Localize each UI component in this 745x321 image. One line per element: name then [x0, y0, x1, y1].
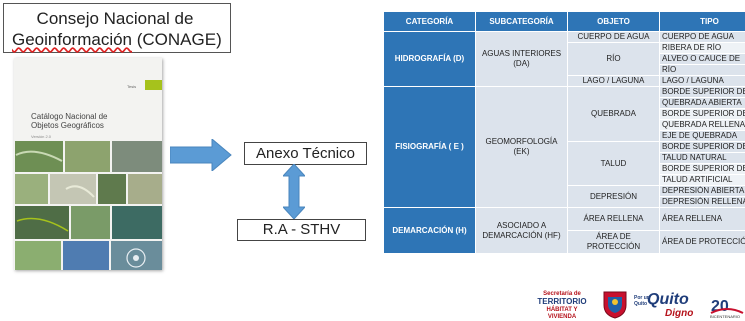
title-box: Consejo Nacional de Geoinformación (CONA…	[3, 3, 231, 53]
cell-object-rio: RÍO	[568, 43, 660, 76]
title-line1: Consejo Nacional de	[12, 8, 230, 29]
cell-type-d1: DEPRESIÓN ABIERTA	[660, 186, 745, 197]
table-row: HIDROGRAFÍA (D) AGUAS INTERIORES (DA) CU…	[384, 32, 745, 43]
cell-subcategory-asociado-line2: DEMARCACIÓN (HF)	[482, 231, 560, 240]
secretaria-line2: TERRITORIO	[537, 297, 586, 306]
cell-subcategory-aguas-interiores: AGUAS INTERIORES (DA)	[476, 32, 568, 87]
header-categoria: CATEGORÍA	[384, 12, 476, 32]
classification-table: CATEGORÍA SUBCATEGORÍA OBJETO TIPO HIDRO…	[383, 11, 745, 254]
cell-object-talud: TALUD	[568, 142, 660, 186]
catalog-tag: Tesis	[127, 84, 136, 89]
annex-technical-box: Anexo Técnico	[244, 142, 367, 165]
cell-type-q5: EJE DE QUEBRADA	[660, 131, 745, 142]
quito-shield-icon	[602, 289, 628, 319]
cell-type-d2: DEPRESIÓN RELLENA	[660, 197, 745, 208]
header-tipo: TIPO	[660, 12, 745, 32]
cell-type-area-proteccion: ÁREA DE PROTECCIÓN	[660, 231, 745, 254]
table-row: FISIOGRAFÍA ( E ) GEOMORFOLOGÍA (EK) QUE…	[384, 87, 745, 98]
cell-subcategory-asociado-line1: ASOCIADO A	[497, 221, 546, 230]
bicentenario-label: BICENTENARIO	[710, 314, 740, 319]
arrow-right-icon	[170, 139, 232, 171]
header-objeto: OBJETO	[568, 12, 660, 32]
cell-category-demarcacion: DEMARCACIÓN (H)	[384, 208, 476, 254]
quito-digno-word: Digno	[665, 308, 693, 319]
cell-object-depresion: DEPRESIÓN	[568, 186, 660, 208]
title-line2-word: Geoinformación	[12, 30, 132, 49]
cell-object-area-proteccion: ÁREA DE PROTECCIÓN	[568, 231, 660, 254]
double-arrow-vertical-icon	[283, 164, 305, 219]
catalog-aerial-tiles	[14, 141, 162, 270]
cell-category-hidrografia: HIDROGRAFÍA (D)	[384, 32, 476, 87]
cell-type-q4: QUEBRADA RELLENA	[660, 120, 745, 131]
cell-object-lago: LAGO / LAGUNA	[568, 76, 660, 87]
table-row: DEMARCACIÓN (H) ASOCIADO A DEMARCACIÓN (…	[384, 208, 745, 231]
cell-type-ribera-rio: RIBERA DE RÍO	[660, 43, 745, 54]
quito-small-line2: Quito	[634, 301, 647, 307]
catalog-version: Versión 2.0	[31, 134, 51, 139]
cell-type-area-rellena: ÁREA RELLENA	[660, 208, 745, 231]
cell-type-q1: BORDE SUPERIOR DE	[660, 87, 745, 98]
secretaria-territorio-logo: Secretaría de TERRITORIO HÁBITAT Y VIVIE…	[532, 291, 592, 321]
cell-type-alveo-1: ALVEO O CAUCE DE	[660, 54, 745, 65]
cell-type-t1: BORDE SUPERIOR DE	[660, 142, 745, 153]
cell-type-alveo-2: RÍO	[660, 65, 745, 76]
cell-type-t2: TALUD NATURAL	[660, 153, 745, 164]
catalog-title-line2: Objetos Geográficos	[31, 121, 104, 130]
title-line2-acronym: (CONAGE)	[132, 30, 222, 49]
cell-type-q3: BORDE SUPERIOR DE	[660, 109, 745, 120]
catalog-title-line1: Catálogo Nacional de	[31, 112, 108, 121]
cell-object-area-rellena: ÁREA RELLENA	[568, 208, 660, 231]
table-header-row: CATEGORÍA SUBCATEGORÍA OBJETO TIPO	[384, 12, 745, 32]
footer-logos: Secretaría de TERRITORIO HÁBITAT Y VIVIE…	[532, 289, 745, 320]
cell-subcategory-geomorfologia: GEOMORFOLOGÍA (EK)	[476, 87, 568, 208]
quito-word: Quito	[647, 291, 689, 309]
title-line2: Geoinformación (CONAGE)	[12, 29, 230, 50]
cell-object-cuerpo-agua: CUERPO DE AGUA	[568, 32, 660, 43]
cell-category-fisiografia: FISIOGRAFÍA ( E )	[384, 87, 476, 208]
cell-type-t3: BORDE SUPERIOR DE	[660, 164, 745, 175]
cell-type-cuerpo-agua: CUERPO DE AGUA	[660, 32, 745, 43]
cell-type-t4: TALUD ARTIFICIAL	[660, 175, 745, 186]
classification-table-wrapper: CATEGORÍA SUBCATEGORÍA OBJETO TIPO HIDRO…	[383, 11, 745, 281]
cell-subcategory-asociado: ASOCIADO A DEMARCACIÓN (HF)	[476, 208, 568, 254]
catalog-cover-image: Tesis Catálogo Nacional de Objetos Geogr…	[14, 58, 162, 270]
ra-sthv-box: R.A - STHV	[237, 219, 366, 241]
cell-object-quebrada: QUEBRADA	[568, 87, 660, 142]
catalog-title: Catálogo Nacional de Objetos Geográficos	[31, 112, 108, 130]
bicentenario-logo: 20 BICENTENARIO	[709, 291, 745, 319]
cell-type-q2: QUEBRADA ABIERTA	[660, 98, 745, 109]
cell-type-lago: LAGO / LAGUNA	[660, 76, 745, 87]
header-subcategoria: SUBCATEGORÍA	[476, 12, 568, 32]
secretaria-line3: HÁBITAT Y VIVIENDA	[547, 307, 578, 320]
catalog-accent-block	[145, 80, 162, 90]
